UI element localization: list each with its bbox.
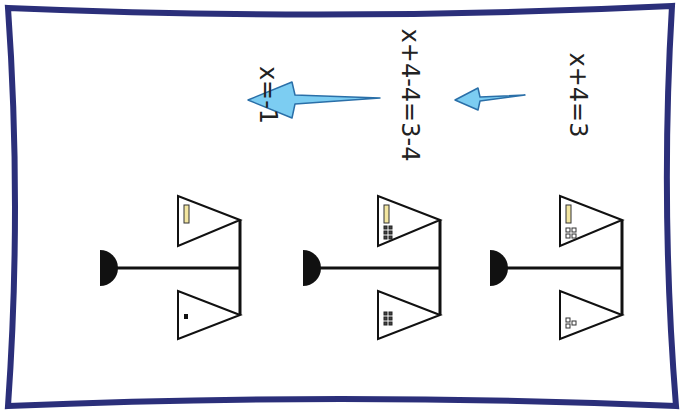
equation-text: x=-1: [254, 66, 282, 124]
step-arrow: [455, 88, 525, 110]
unknown-rod: [184, 205, 189, 223]
equation-text: x+4-4=3-4: [396, 29, 424, 162]
balance-scale: [490, 196, 622, 339]
unit-blocks: [566, 228, 576, 328]
scale-pan: [178, 291, 240, 339]
unknown-rod: [384, 205, 389, 223]
scale-stand: [318, 267, 440, 270]
unit-blocks: [384, 226, 392, 325]
unit-block: [184, 314, 188, 319]
scale-stand: [115, 267, 240, 270]
balance-scale: [100, 196, 240, 339]
scale-pan: [560, 196, 622, 246]
scale-base: [490, 250, 508, 286]
unknown-rod: [566, 205, 571, 223]
scale-beam: [621, 220, 624, 315]
scale-beam: [439, 220, 442, 315]
paper-frame: [8, 6, 676, 406]
scale-base: [303, 250, 321, 286]
scale-pan: [560, 291, 622, 339]
scale-stand: [505, 267, 622, 270]
balance-scale: [303, 196, 440, 339]
scale-base: [100, 250, 118, 286]
scale-pan: [378, 196, 440, 246]
scale-pan: [178, 196, 240, 246]
scale-beam: [239, 220, 242, 315]
scale-pan: [378, 291, 440, 339]
equation-text: x+4=3: [564, 53, 592, 138]
